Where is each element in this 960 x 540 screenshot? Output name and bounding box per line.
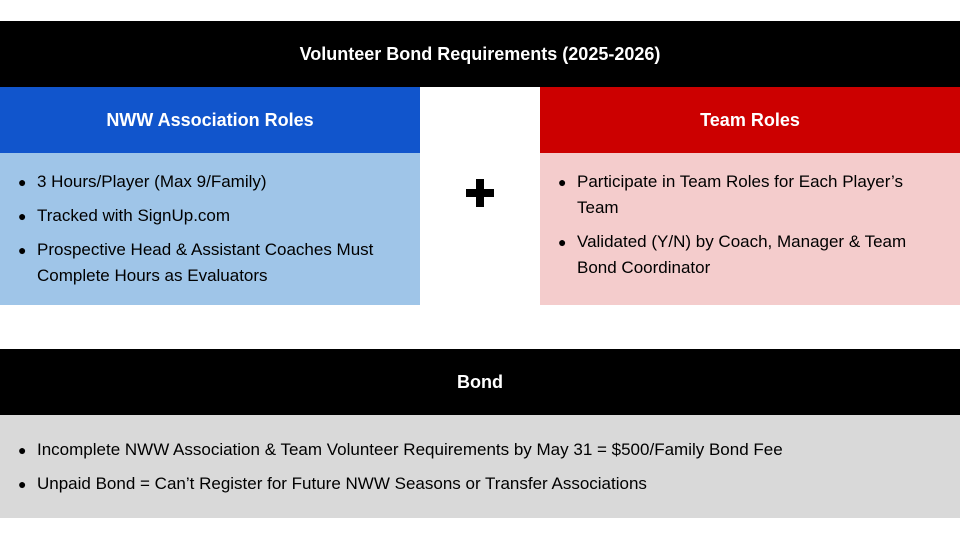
bullet-icon: ● xyxy=(18,476,27,492)
plus-icon-vertical xyxy=(476,179,484,207)
association-roles-header: NWW Association Roles xyxy=(0,87,420,153)
bullet-icon: ● xyxy=(18,442,27,458)
team-roles-panel: ● Participate in Team Roles for Each Play… xyxy=(540,153,960,305)
association-roles-header-text: NWW Association Roles xyxy=(106,109,314,130)
list-item-text: Validated (Y/N) by Coach, Manager & Team… xyxy=(577,232,907,277)
team-roles-header-text: Team Roles xyxy=(700,109,800,130)
list-item: ● Unpaid Bond = Can’t Register for Future… xyxy=(18,471,940,497)
list-item: ● Participate in Team Roles for Each Play… xyxy=(558,169,940,221)
bond-list: ● Incomplete NWW Association & Team Volun… xyxy=(18,437,940,497)
team-roles-header: Team Roles xyxy=(540,87,960,153)
list-item-text: Prospective Head & Assistant Coaches Mus… xyxy=(37,240,374,285)
list-item-text: 3 Hours/Player (Max 9/Family) xyxy=(37,172,267,191)
association-roles-list: ● 3 Hours/Player (Max 9/Family) ● Tracked … xyxy=(18,169,400,289)
bullet-icon: ● xyxy=(18,174,27,190)
list-item-text: Unpaid Bond = Can’t Register for Future … xyxy=(37,474,647,493)
bullet-icon: ● xyxy=(558,234,567,250)
bullet-icon: ● xyxy=(558,174,567,190)
bullet-icon: ● xyxy=(18,242,27,258)
association-roles-panel: ● 3 Hours/Player (Max 9/Family) ● Tracked … xyxy=(0,153,420,305)
bullet-icon: ● xyxy=(18,208,27,224)
bond-header: Bond xyxy=(0,349,960,415)
list-item: ● Tracked with SignUp.com xyxy=(18,203,400,229)
page-title: Volunteer Bond Requirements (2025-2026) xyxy=(0,21,960,87)
page-title-text: Volunteer Bond Requirements (2025-2026) xyxy=(299,43,661,64)
list-item: ● 3 Hours/Player (Max 9/Family) xyxy=(18,169,400,195)
list-item: ● Prospective Head & Assistant Coaches Mu… xyxy=(18,237,400,289)
team-roles-list: ● Participate in Team Roles for Each Play… xyxy=(558,169,940,281)
bond-panel: ● Incomplete NWW Association & Team Volun… xyxy=(0,415,960,518)
list-item: ● Incomplete NWW Association & Team Volun… xyxy=(18,437,940,463)
list-item-text: Participate in Team Roles for Each Playe… xyxy=(577,172,903,217)
list-item: ● Validated (Y/N) by Coach, Manager & Tea… xyxy=(558,229,940,281)
bond-header-text: Bond xyxy=(457,371,503,392)
plus-icon xyxy=(466,179,494,207)
list-item-text: Tracked with SignUp.com xyxy=(37,206,231,225)
list-item-text: Incomplete NWW Association & Team Volunt… xyxy=(37,440,783,459)
